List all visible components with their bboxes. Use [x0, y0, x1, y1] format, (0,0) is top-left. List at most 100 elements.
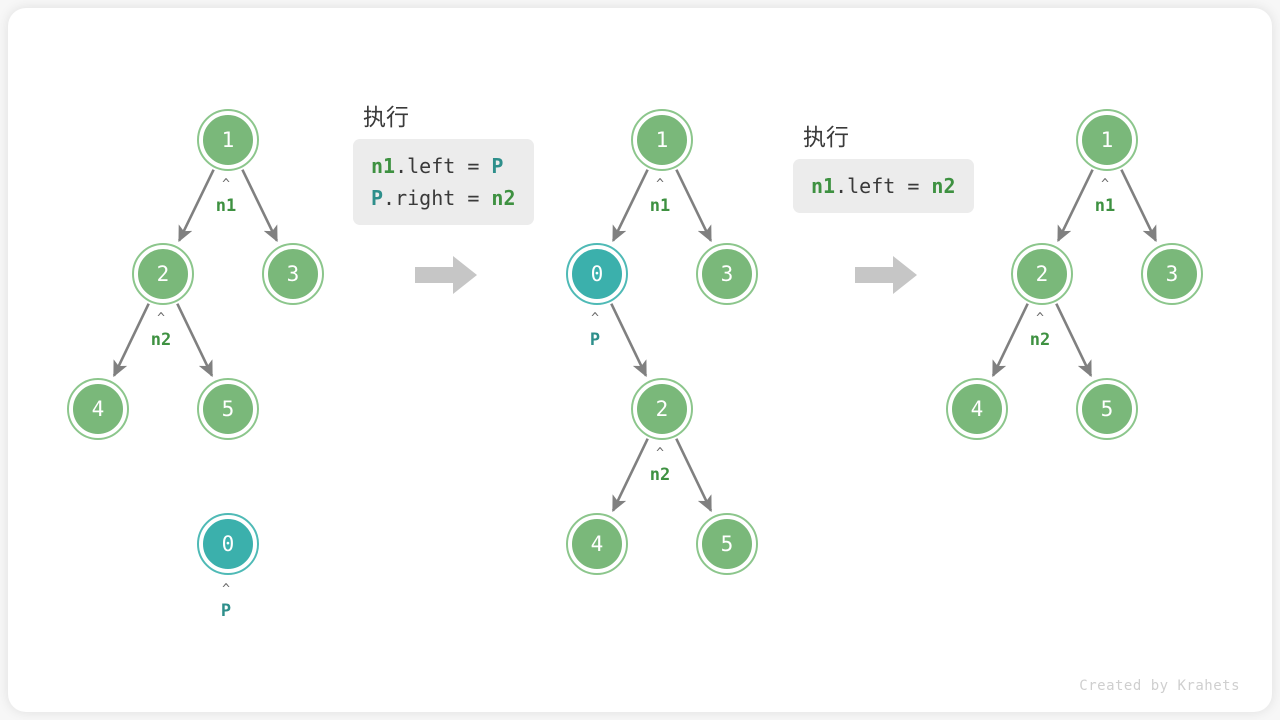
node-value: 0: [221, 531, 235, 556]
node-outer-ring: [631, 109, 693, 171]
node-value: 1: [655, 127, 669, 152]
tree-node-0: 0: [197, 513, 259, 575]
tree-node-5: 5: [696, 513, 758, 575]
tree-edge: [675, 438, 713, 513]
tree-edge: [241, 169, 279, 243]
tree-edge: [112, 303, 150, 378]
code-token: P: [371, 186, 384, 210]
node-value: 2: [655, 396, 669, 421]
node-value: 1: [1100, 127, 1114, 152]
tree-node-0: 0: [566, 243, 628, 305]
code-token: .right =: [383, 186, 492, 210]
node-value: 3: [720, 261, 734, 286]
tree-node-4: 4: [946, 378, 1008, 440]
tree-node-3: 3: [1141, 243, 1203, 305]
node-outer-ring: [566, 243, 628, 305]
pointer-label-n1: ^ n1: [196, 177, 256, 216]
node-value: 4: [590, 531, 604, 556]
tree-node-5: 5: [197, 378, 259, 440]
pointer-label-n1: ^ n1: [630, 177, 690, 216]
tree-edge: [1120, 169, 1158, 243]
tree-node-1: 1: [197, 109, 259, 171]
node-outer-ring: [566, 513, 628, 575]
node-outer-ring: [631, 378, 693, 440]
tree-edge: [610, 303, 648, 378]
pointer-label-P: ^P: [565, 311, 625, 350]
code-token: .left =: [835, 174, 932, 198]
caret-icon: ^: [1101, 177, 1109, 192]
caret-icon: ^: [157, 311, 165, 326]
tree-node-3: 3: [696, 243, 758, 305]
tree-node-2: 2: [631, 378, 693, 440]
node-value: 2: [156, 261, 170, 286]
node-value: 4: [91, 396, 105, 421]
code-token: n1: [371, 154, 396, 178]
caret-icon: ^: [222, 582, 230, 597]
node-value: 3: [1165, 261, 1179, 286]
pointer-label-n2: ^n2: [131, 311, 191, 350]
pointer-name: P: [220, 601, 232, 621]
tree-node-2: 2: [132, 243, 194, 305]
code-line: P.right = n2: [371, 182, 516, 214]
node-value: 4: [970, 396, 984, 421]
caret-icon: ^: [656, 177, 664, 192]
tree-node-1: 1: [631, 109, 693, 171]
code-token: n1: [811, 174, 836, 198]
node-outer-ring: [1076, 109, 1138, 171]
node-outer-ring: [197, 109, 259, 171]
step-title: 执行: [803, 124, 849, 150]
code-line: n1.left = n2: [811, 170, 956, 202]
tree-edge: [1055, 303, 1093, 378]
node-value: 3: [286, 261, 300, 286]
pointer-label-n2: ^ n2: [630, 446, 690, 485]
caret-icon: ^: [591, 311, 599, 326]
node-outer-ring: [197, 513, 259, 575]
transition-arrow-icon: [415, 256, 477, 294]
code-token: P: [491, 154, 504, 178]
pointer-label-P: ^P: [196, 582, 256, 621]
node-value: 0: [590, 261, 604, 286]
tree-edge: [176, 303, 214, 378]
code-token: .left =: [395, 154, 492, 178]
caret-icon: ^: [222, 177, 230, 192]
node-outer-ring: [197, 378, 259, 440]
node-value: 5: [1100, 396, 1114, 421]
pointer-name: P: [589, 330, 601, 350]
transition-arrows: [415, 256, 917, 294]
code-box: n1.left = n2: [793, 159, 974, 213]
pointer-name: n1: [215, 196, 237, 216]
pointer-label-n1: ^ n1: [1075, 177, 1135, 216]
tree-node-5: 5: [1076, 378, 1138, 440]
node-value: 5: [720, 531, 734, 556]
tree-edges: [112, 169, 1158, 513]
pointer-name: n2: [1029, 330, 1051, 350]
node-outer-ring: [1141, 243, 1203, 305]
tree-node-2: 2: [1011, 243, 1073, 305]
node-outer-ring: [946, 378, 1008, 440]
tree-edge: [1056, 169, 1094, 243]
caret-icon: ^: [1036, 311, 1044, 326]
node-outer-ring: [262, 243, 324, 305]
transition-arrow-icon: [855, 256, 917, 294]
tree-node-4: 4: [566, 513, 628, 575]
watermark: Created by Krahets: [1079, 678, 1240, 694]
tree-edge: [675, 169, 713, 243]
caret-icon: ^: [656, 446, 664, 461]
pointer-name: n1: [649, 196, 671, 216]
node-value: 2: [1035, 261, 1049, 286]
code-token: n2: [931, 174, 956, 198]
tree-edge: [611, 169, 649, 243]
tree-node-1: 1: [1076, 109, 1138, 171]
pointer-name: n2: [649, 465, 671, 485]
pointer-label-n2: ^ n2: [1010, 311, 1070, 350]
node-outer-ring: [696, 243, 758, 305]
code-line: n1.left = P: [371, 150, 516, 182]
tree-edge: [611, 438, 649, 513]
node-outer-ring: [696, 513, 758, 575]
tree-node-4: 4: [67, 378, 129, 440]
tree-edge: [991, 303, 1029, 378]
pointer-name: n1: [1094, 196, 1116, 216]
